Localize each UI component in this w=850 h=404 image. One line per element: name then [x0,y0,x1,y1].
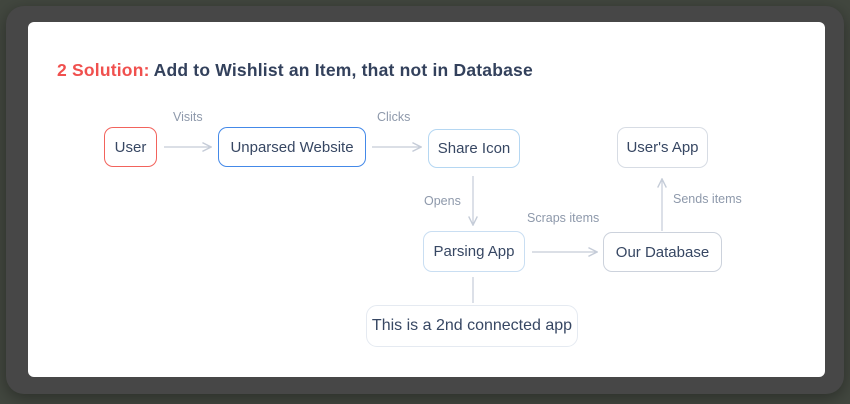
node-note-2nd-connected-app[interactable]: This is a 2nd connected app [366,305,578,347]
title-text: Add to Wishlist an Item, that not in Dat… [153,60,533,80]
node-share-icon[interactable]: Share Icon [428,129,520,168]
node-user[interactable]: User [104,127,157,167]
node-unparsed-website[interactable]: Unparsed Website [218,127,366,167]
edge-label-clicks: Clicks [377,110,411,124]
edge-label-opens: Opens [424,194,461,208]
edge-label-visits: Visits [173,110,203,124]
node-users-app[interactable]: User's App [617,127,708,168]
node-our-database[interactable]: Our Database [603,232,722,272]
edge-label-sends-items: Sends items [673,192,742,206]
edge-label-scraps-items: Scraps items [527,211,600,225]
node-parsing-app[interactable]: Parsing App [423,231,525,272]
title-accent: 2 Solution: [57,60,150,80]
page-title: 2 Solution:Add to Wishlist an Item, that… [57,60,533,81]
